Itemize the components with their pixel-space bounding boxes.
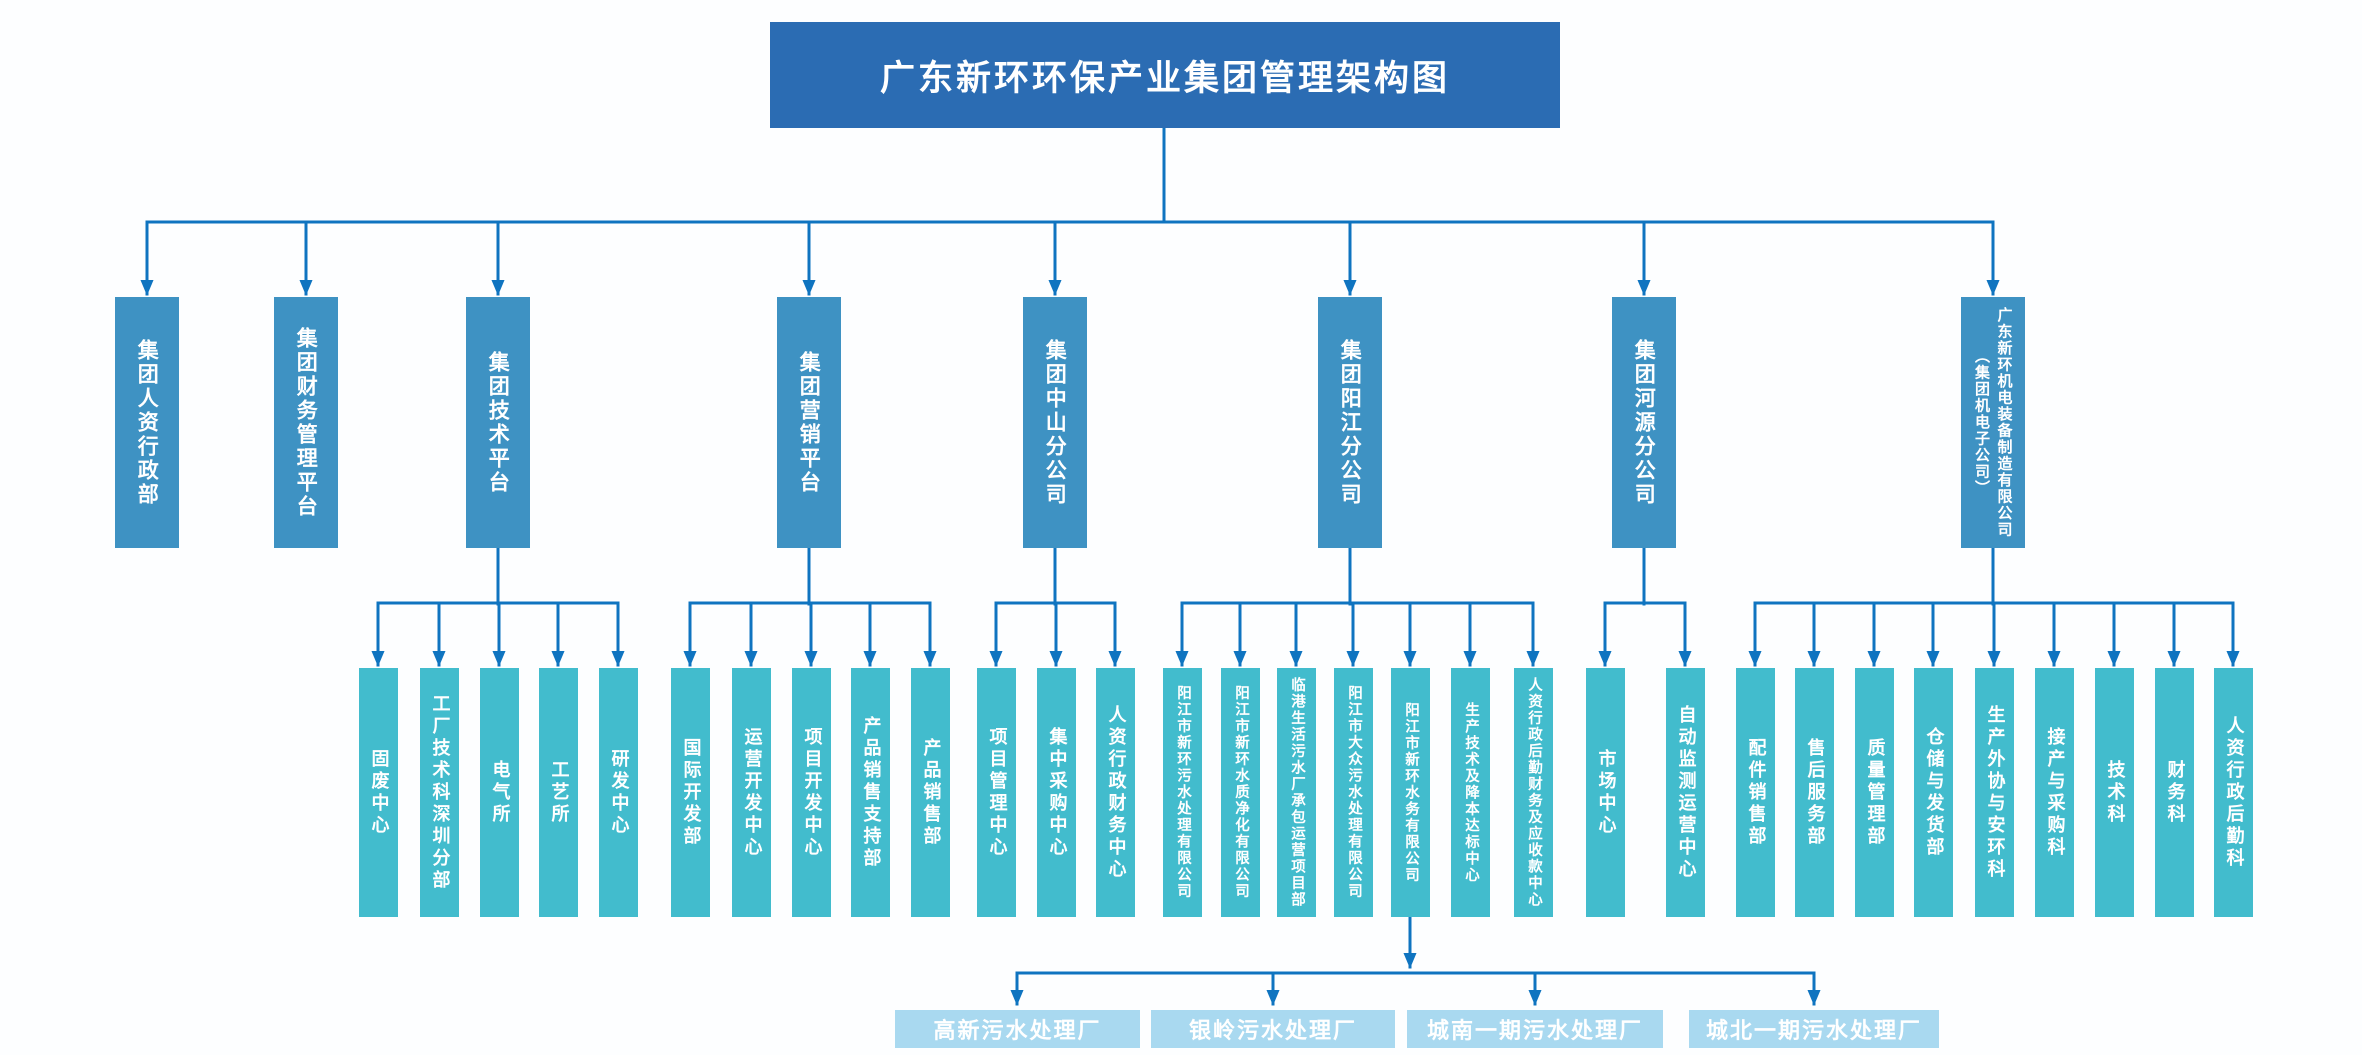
node-label: 工厂技术科深圳分部 — [429, 693, 451, 892]
node-label: 阳江市新环污水处理有限公司 — [1175, 685, 1191, 900]
node-yangjiang-branch: 集团阳江分公司 — [1318, 297, 1382, 548]
node-label: 国际开发部 — [680, 737, 702, 848]
node-heyuan-branch: 集团河源分公司 — [1612, 297, 1676, 548]
org-root-title-label: 广东新环环保产业集团管理架构图 — [879, 58, 1450, 99]
node-market-center: 市场中心 — [1586, 668, 1625, 917]
node-warehouse-shipping-dept: 仓储与发货部 — [1914, 668, 1953, 917]
node-project-dev-center: 项目开发中心 — [792, 668, 831, 917]
node-label: 接产与采购科 — [2044, 726, 2066, 859]
node-central-procurement-center: 集中采购中心 — [1037, 668, 1076, 917]
node-label: 工艺所 — [548, 759, 570, 826]
node-yinling-sewage-plant: 银岭污水处理厂 — [1151, 1010, 1395, 1048]
node-label: 配件销售部 — [1745, 737, 1767, 848]
node-label: 自动监测运营中心 — [1675, 704, 1697, 881]
node-yj-dazhong-sewage-co: 阳江市大众污水处理有限公司 — [1334, 668, 1373, 917]
node-parts-sales-dept: 配件销售部 — [1736, 668, 1775, 917]
node-gaoxin-sewage-plant: 高新污水处理厂 — [895, 1010, 1140, 1048]
node-label: 售后服务部 — [1804, 737, 1826, 848]
node-label: 研发中心 — [608, 748, 630, 837]
node-label: 阳江市新环水务有限公司 — [1403, 701, 1419, 884]
node-outsourcing-safety-section: 生产外协与安环科 — [1975, 668, 2014, 917]
node-label: 高新污水处理厂 — [933, 1019, 1102, 1044]
node-process-institute: 工艺所 — [539, 668, 578, 917]
node-label: 产品销售部 — [920, 737, 942, 848]
node-label: 集团营销平台 — [797, 350, 822, 495]
node-ops-dev-center: 运营开发中心 — [732, 668, 771, 917]
node-zhongshan-branch: 集团中山分公司 — [1023, 297, 1087, 548]
node-lingang-sewage-project-dept: 临港生活污水厂承包运营项目部 — [1277, 668, 1316, 917]
node-hr-admin-dept: 集团人资行政部 — [115, 297, 179, 548]
node-electrical-institute: 电气所 — [480, 668, 519, 917]
node-chengnan-phase1-sewage-plant: 城南一期污水处理厂 — [1407, 1010, 1663, 1048]
node-hr-logistics-receivables-center: 人资行政后勤财务及应收款中心 — [1514, 668, 1553, 917]
node-label: 集中采购中心 — [1046, 726, 1068, 859]
node-label: 临港生活污水厂承包运营项目部 — [1289, 677, 1305, 908]
node-finance-mgmt-platform: 集团财务管理平台 — [274, 297, 338, 548]
node-label: 项目管理中心 — [986, 726, 1008, 859]
node-finance-section: 财务科 — [2155, 668, 2194, 917]
node-label: 财务科 — [2164, 759, 2186, 826]
node-yj-xinhuan-sewage-co: 阳江市新环污水处理有限公司 — [1163, 668, 1202, 917]
node-factory-tech-shenzhen: 工厂技术科深圳分部 — [420, 668, 459, 917]
node-label: 城南一期污水处理厂 — [1426, 1019, 1643, 1044]
node-solid-waste-center: 固废中心 — [359, 668, 398, 917]
node-product-sales-support: 产品销售支持部 — [851, 668, 890, 917]
node-mech-equipment-company: 广东新环机电装备制造有限公司（集团机电子公司） — [1961, 297, 2025, 548]
node-auto-monitoring-ops-center: 自动监测运营中心 — [1666, 668, 1705, 917]
node-project-mgmt-center: 项目管理中心 — [977, 668, 1016, 917]
node-tech-section: 技术科 — [2095, 668, 2134, 917]
node-label: 阳江市大众污水处理有限公司 — [1346, 685, 1362, 900]
node-rd-center: 研发中心 — [599, 668, 638, 917]
node-hr-admin-finance-center: 人资行政财务中心 — [1096, 668, 1135, 917]
node-label: 集团河源分公司 — [1632, 338, 1657, 507]
org-root-title: 广东新环环保产业集团管理架构图 — [770, 22, 1560, 128]
node-after-sales-dept: 售后服务部 — [1795, 668, 1834, 917]
node-label: 产品销售支持部 — [860, 715, 882, 870]
node-label: 银岭污水处理厂 — [1188, 1019, 1357, 1044]
node-label: 集团人资行政部 — [135, 338, 160, 507]
node-label: 人资行政后勤科 — [2223, 715, 2245, 870]
node-label: 固废中心 — [368, 748, 390, 837]
node-chengbei-phase1-sewage-plant: 城北一期污水处理厂 — [1689, 1010, 1939, 1048]
node-production-tech-standard-center: 生产技术及降本达标中心 — [1451, 668, 1490, 917]
node-label: 集团阳江分公司 — [1338, 338, 1363, 507]
node-label: 人资行政后勤财务及应收款中心 — [1526, 677, 1542, 908]
node-label: 集团技术平台 — [486, 350, 511, 495]
node-label: 集团中山分公司 — [1043, 338, 1068, 507]
node-yj-water-purification-co: 阳江市新环水质净化有限公司 — [1221, 668, 1260, 917]
node-quality-mgmt-dept: 质量管理部 — [1855, 668, 1894, 917]
node-label: 集团财务管理平台 — [294, 326, 319, 519]
node-label: 广东新环机电装备制造有限公司（集团机电子公司） — [1973, 307, 2014, 538]
node-label: 技术科 — [2104, 759, 2126, 826]
node-label: 生产外协与安环科 — [1984, 704, 2006, 881]
node-label: 质量管理部 — [1864, 737, 1886, 848]
node-hr-admin-logistics-section: 人资行政后勤科 — [2214, 668, 2253, 917]
node-label: 城北一期污水处理厂 — [1705, 1019, 1922, 1044]
node-marketing-platform: 集团营销平台 — [777, 297, 841, 548]
node-label: 仓储与发货部 — [1923, 726, 1945, 859]
node-yj-water-affairs-co: 阳江市新环水务有限公司 — [1391, 668, 1430, 917]
node-label: 市场中心 — [1595, 748, 1617, 837]
node-label: 电气所 — [489, 759, 511, 826]
node-label: 项目开发中心 — [801, 726, 823, 859]
node-product-sales-dept: 产品销售部 — [911, 668, 950, 917]
node-label: 人资行政财务中心 — [1105, 704, 1127, 881]
node-label: 阳江市新环水质净化有限公司 — [1233, 685, 1249, 900]
node-tech-platform: 集团技术平台 — [466, 297, 530, 548]
node-label: 生产技术及降本达标中心 — [1463, 701, 1479, 884]
node-production-procurement-section: 接产与采购科 — [2035, 668, 2074, 917]
node-intl-dev-dept: 国际开发部 — [671, 668, 710, 917]
node-label: 运营开发中心 — [741, 726, 763, 859]
